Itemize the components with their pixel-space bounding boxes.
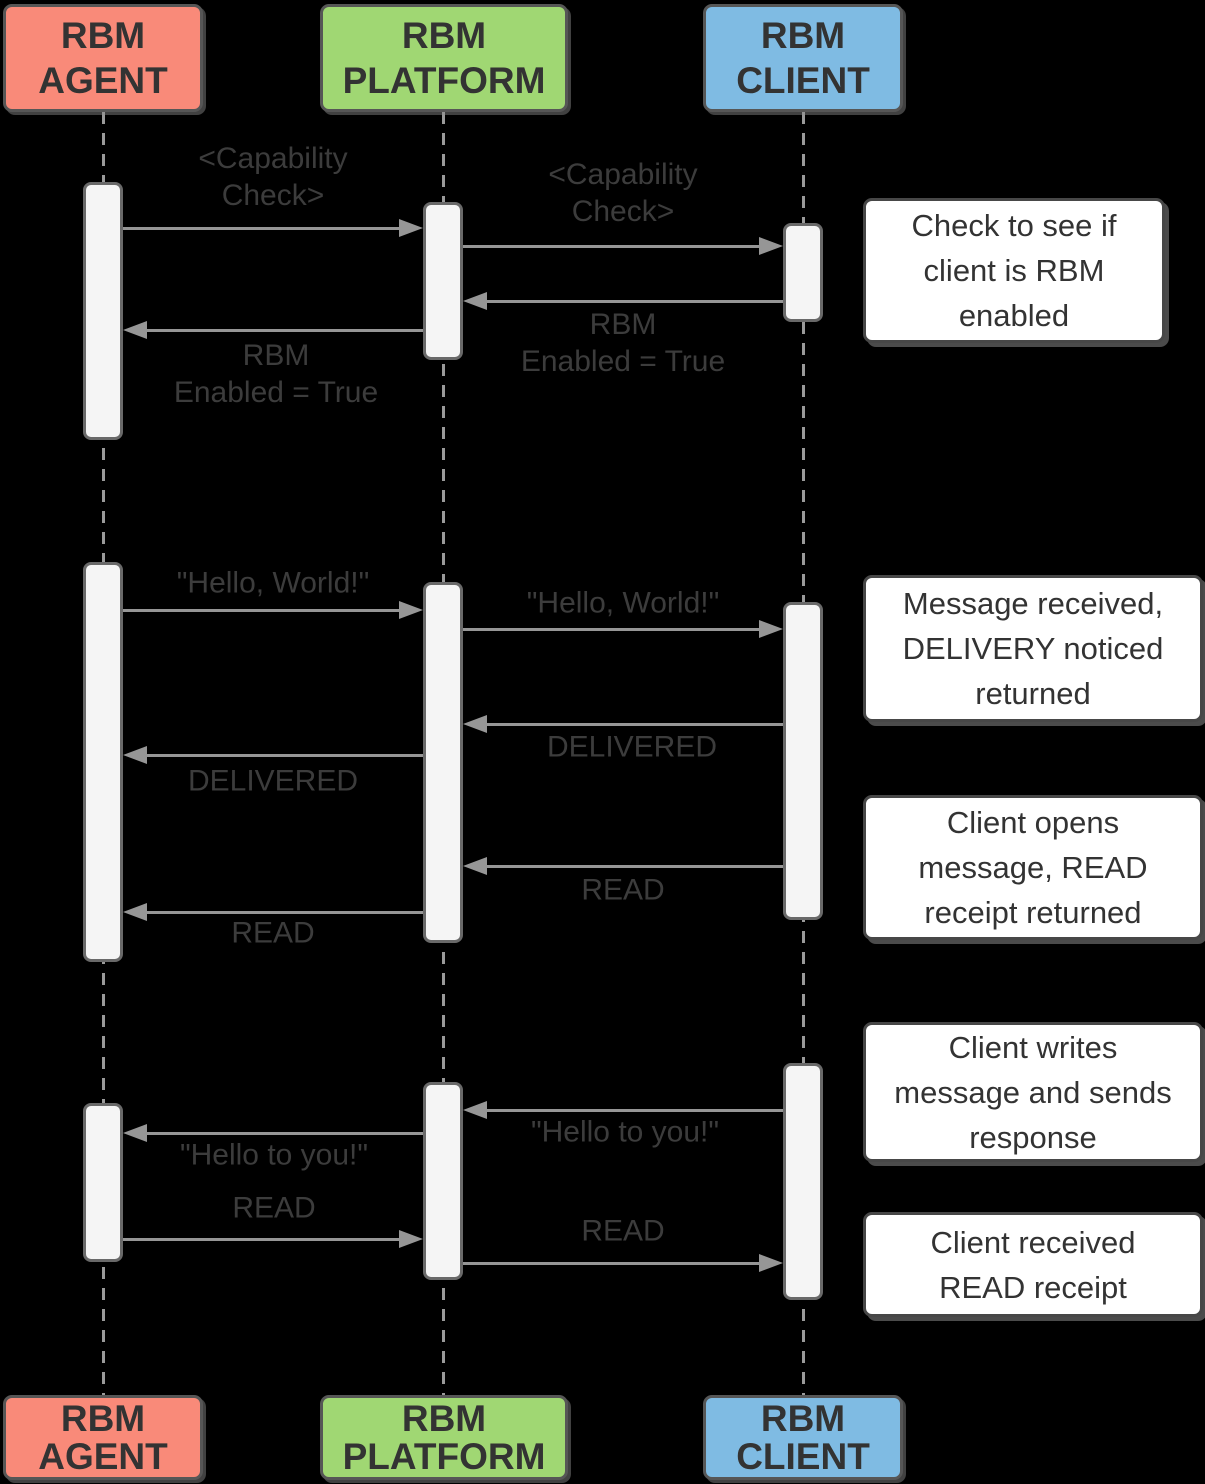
message-label: DELIVERED: [187, 764, 359, 798]
message-line-agent-to-platform: [123, 1237, 401, 1241]
message-label: RBM Enabled = True: [173, 339, 379, 409]
note-box-4: Client writes message and sends response: [863, 1022, 1203, 1162]
message-label: READ: [581, 1214, 665, 1248]
message-line-client-to-platform: [485, 722, 783, 726]
actor-label-line: PLATFORM: [342, 1435, 546, 1477]
message-arrowhead-right: [399, 601, 423, 619]
message-line-agent-to-platform: [123, 608, 401, 612]
note-box-5: Client received READ receipt: [863, 1212, 1203, 1317]
actor-label-line: CLIENT: [736, 1435, 870, 1477]
message-label: RBM Enabled = True: [520, 308, 726, 378]
message-arrowhead-left: [123, 321, 147, 339]
message-label: DELIVERED: [546, 730, 718, 764]
message-arrowhead-right: [399, 1230, 423, 1248]
message-arrowhead-left: [123, 903, 147, 921]
message-label: <Capability Check>: [548, 158, 698, 228]
message-arrowhead-left: [123, 1124, 147, 1142]
note-box-3: Client opens message, READ receipt retur…: [863, 795, 1203, 940]
message-arrowhead-left: [463, 715, 487, 733]
message-arrowhead-left: [123, 746, 147, 764]
message-label: READ: [581, 873, 665, 907]
activation-bar-agent-6: [83, 1103, 123, 1262]
actor-label-line: RBM: [401, 1397, 487, 1439]
message-line-client-to-platform: [485, 1108, 783, 1112]
actor-label-line: RBM: [60, 1397, 146, 1439]
message-arrowhead-left: [463, 857, 487, 875]
message-arrowhead-right: [759, 237, 783, 255]
actor-label-line: AGENT: [38, 1435, 168, 1477]
message-label: <Capability Check>: [198, 142, 348, 212]
message-line-agent-to-platform: [123, 226, 401, 230]
actor-label-line: RBM: [401, 15, 487, 56]
message-label: "Hello, World!": [176, 566, 370, 600]
message-line-client-to-platform: [485, 864, 783, 868]
message-label: "Hello to you!": [530, 1115, 720, 1149]
message-line-platform-to-agent: [145, 753, 423, 757]
message-line-platform-to-client: [463, 244, 761, 248]
message-label: READ: [232, 1191, 316, 1225]
actor-label-line: RBM: [760, 15, 846, 56]
message-line-client-to-platform: [485, 299, 783, 303]
actor-label-line: RBM: [60, 15, 146, 56]
message-arrowhead-left: [463, 292, 487, 310]
activation-bar-client-8: [783, 1063, 823, 1300]
message-arrowhead-right: [759, 1254, 783, 1272]
actor-label-line: PLATFORM: [342, 60, 546, 101]
activation-bar-platform-4: [423, 582, 463, 943]
message-arrowhead-left: [463, 1101, 487, 1119]
actor-label-line: CLIENT: [736, 60, 870, 101]
activation-bar-agent-0: [83, 182, 123, 440]
message-line-platform-to-client: [463, 1261, 761, 1265]
note-box-1: Check to see if client is RBM enabled: [863, 198, 1165, 343]
activation-bar-platform-7: [423, 1082, 463, 1280]
activation-bar-platform-1: [423, 202, 463, 360]
message-line-platform-to-agent: [145, 1131, 423, 1135]
actor-label-line: RBM: [760, 1397, 846, 1439]
note-box-2: Message received, DELIVERY noticed retur…: [863, 575, 1203, 722]
message-arrowhead-right: [759, 620, 783, 638]
message-arrowhead-right: [399, 219, 423, 237]
message-line-platform-to-agent: [145, 910, 423, 914]
activation-bar-client-5: [783, 602, 823, 920]
message-label: "Hello to you!": [179, 1138, 369, 1172]
message-label: READ: [231, 916, 315, 950]
actor-label-line: AGENT: [38, 60, 168, 101]
activation-bar-client-2: [783, 223, 823, 322]
message-line-platform-to-agent: [145, 328, 423, 332]
activation-bar-agent-3: [83, 562, 123, 962]
message-label: "Hello, World!": [526, 586, 720, 620]
message-line-platform-to-client: [463, 627, 761, 631]
